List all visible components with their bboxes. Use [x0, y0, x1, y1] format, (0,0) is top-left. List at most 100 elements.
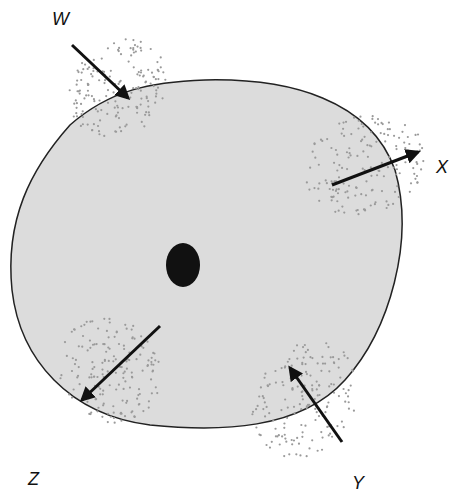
particle — [139, 74, 141, 76]
particle — [378, 170, 380, 172]
particle — [337, 192, 339, 194]
particle — [305, 351, 307, 353]
particle — [138, 388, 140, 390]
particle — [93, 375, 95, 377]
particle — [104, 360, 106, 362]
particle — [383, 175, 385, 177]
particle — [115, 131, 117, 133]
particle — [394, 191, 396, 193]
particle — [132, 325, 134, 327]
particle — [252, 411, 254, 413]
particle — [78, 366, 80, 368]
particle — [295, 453, 297, 455]
particle — [80, 125, 82, 127]
particle — [143, 74, 145, 76]
particle — [355, 209, 357, 211]
particle — [380, 122, 382, 124]
particle — [91, 75, 93, 77]
particle — [370, 204, 372, 206]
particle — [362, 126, 364, 128]
particle — [290, 377, 292, 379]
particle — [87, 124, 89, 126]
particle — [89, 321, 91, 323]
particle — [104, 79, 106, 81]
particle — [87, 68, 89, 70]
particle — [304, 344, 306, 346]
particle — [343, 182, 345, 184]
particle — [106, 113, 108, 115]
particle — [145, 111, 147, 113]
particle — [372, 115, 374, 117]
particle — [386, 207, 388, 209]
particle — [95, 398, 97, 400]
particle — [103, 318, 105, 320]
particle — [139, 393, 141, 395]
particle — [130, 47, 132, 49]
particle — [87, 349, 89, 351]
particle — [377, 123, 379, 125]
particle — [142, 410, 144, 412]
particle — [107, 413, 109, 415]
particle — [374, 203, 376, 205]
particle — [95, 343, 97, 345]
particle — [137, 88, 139, 90]
particle — [332, 356, 334, 358]
particle — [341, 132, 343, 134]
particle — [107, 89, 109, 91]
particle — [148, 406, 150, 408]
particle — [333, 362, 335, 364]
particle — [112, 360, 114, 362]
particle — [140, 97, 142, 99]
particle — [306, 181, 308, 183]
particle — [120, 130, 122, 132]
particle — [393, 135, 395, 137]
particle — [281, 381, 283, 383]
particle — [348, 185, 350, 187]
particle — [308, 188, 310, 190]
particle — [328, 434, 330, 436]
particle — [332, 189, 334, 191]
particle — [151, 370, 153, 372]
particle — [120, 412, 122, 414]
particle — [329, 188, 331, 190]
particle — [417, 133, 419, 135]
particle — [132, 47, 134, 49]
particle — [375, 141, 377, 143]
particle — [328, 370, 330, 372]
particle — [101, 362, 103, 364]
particle — [73, 388, 75, 390]
particle — [324, 362, 326, 364]
particle — [302, 398, 304, 400]
particle — [296, 344, 298, 346]
particle — [140, 69, 142, 71]
particle — [109, 321, 111, 323]
particle — [361, 139, 363, 141]
particle — [338, 366, 340, 368]
particle — [147, 69, 149, 71]
particle — [387, 166, 389, 168]
particle — [155, 93, 157, 95]
particle — [146, 365, 148, 367]
particle — [107, 47, 109, 49]
particle — [305, 371, 307, 373]
particle — [90, 73, 92, 75]
particle — [152, 364, 154, 366]
particle — [316, 388, 318, 390]
particle — [353, 117, 355, 119]
particle — [107, 421, 109, 423]
particle — [255, 426, 257, 428]
particle — [258, 395, 260, 397]
particle — [150, 378, 152, 380]
particle — [98, 130, 100, 132]
particle — [151, 357, 153, 359]
particle — [75, 99, 77, 101]
particle — [262, 395, 264, 397]
particle — [88, 376, 90, 378]
particle — [354, 195, 356, 197]
particle — [377, 118, 379, 120]
particle — [141, 121, 143, 123]
particle — [134, 44, 136, 46]
particle — [326, 138, 328, 140]
particle — [162, 71, 164, 73]
particle — [131, 376, 133, 378]
